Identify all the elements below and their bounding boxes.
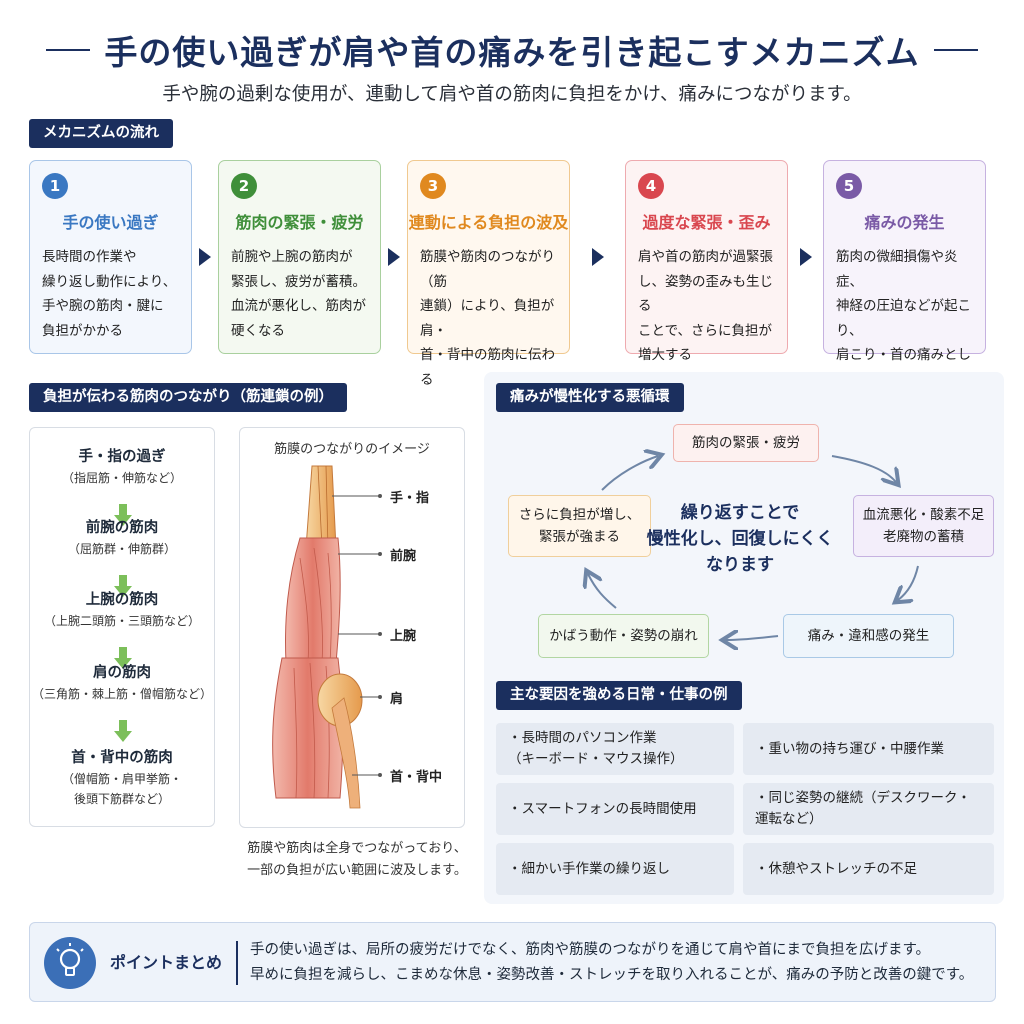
- chain-heading: 負担が伝わる筋肉のつながり（筋連鎖の例）: [29, 383, 347, 412]
- cycle-center-text: 繰り返すことで 慢性化し、回復しにくく なります: [646, 503, 834, 575]
- chain-item-name: 前腕の筋肉: [85, 520, 159, 536]
- chain-item-name: 上腕の筋肉: [85, 592, 159, 608]
- fascia-image-box: 筋膜のつながりのイメージ 手・指: [239, 427, 465, 828]
- chain-item: 首・背中の筋肉 （僧帽筋・肩甲挙筋・ 後頭下筋群など）: [30, 746, 214, 809]
- right-arrow-icon: [799, 248, 812, 266]
- factor-item-posture: ・同じ姿勢の継続（デスクワーク・ 運転など）: [743, 783, 994, 835]
- title-rule-left: [46, 49, 91, 51]
- chain-item: 上腕の筋肉 （上腕二頭筋・三頭筋など）: [30, 588, 214, 631]
- mechanism-step-2: 2 筋肉の緊張・疲労前腕や上腕の筋肉が 緊張し、疲労が蓄積。 血流が悪化し、筋肉が…: [218, 160, 381, 354]
- summary-line-2: 早めに負担を減らし、こまめな休息・姿勢改善・ストレッチを取り入れることが、痛みの…: [250, 967, 974, 983]
- chain-item-name: 肩の筋肉: [93, 665, 151, 681]
- muscle-chain-box: 手・指の過ぎ （指屈筋・伸筋など） 前腕の筋肉 （屈筋群・伸筋群） 上腕の筋肉 （上腕二頭…: [29, 427, 215, 827]
- mechanism-step-4: 4 過度な緊張・歪み肩や首の筋肉が過緊張 し、姿勢の歪みも生じる ことで、さらに負…: [625, 160, 788, 363]
- step-body: 筋膜や筋肉のつながり（筋 連鎖）により、負担が肩・ 首・背中の筋肉に伝わる: [420, 249, 555, 388]
- right-arrow-icon: [199, 248, 211, 266]
- step-number-badge: 5: [836, 173, 862, 199]
- step-title: 手の使い過ぎ: [62, 213, 159, 232]
- cycle-node-blood-flow: 血流悪化・酸素不足 老廃物の蓄積: [853, 495, 994, 557]
- fascia-label-upper-arm: 上腕: [390, 629, 417, 644]
- chain-item-sub: （上腕二頭筋・三頭筋など）: [43, 614, 200, 628]
- step-number-badge: 1: [42, 173, 68, 199]
- fascia-label-forearm: 前腕: [390, 549, 417, 564]
- summary-box: ポイントまとめ 手の使い過ぎは、局所の疲労だけでなく、筋肉や筋膜のつながりを通じ…: [29, 922, 996, 1002]
- factor-item-smartphone: ・スマートフォンの長時間使用: [496, 783, 734, 835]
- step-number-badge: 3: [420, 173, 446, 199]
- step-title: 連動による負担の波及: [408, 213, 569, 232]
- chain-item-sub: （屈筋群・伸筋群）: [67, 542, 176, 556]
- chain-item: 肩の筋肉 （三角筋・棘上筋・僧帽筋など）: [30, 661, 214, 704]
- factor-item-handwork: ・細かい手作業の繰り返し: [496, 843, 734, 895]
- down-arrow-icon: [114, 720, 132, 742]
- summary-divider: [236, 941, 238, 985]
- factor-item-heavy: ・重い物の持ち運び・中腰作業: [743, 723, 994, 775]
- right-arrow-icon: [388, 248, 400, 266]
- lightbulb-icon: [44, 937, 96, 989]
- factors-heading: 主な要因を強める日常・仕事の例: [496, 681, 742, 710]
- down-arrow-icon: [114, 575, 132, 597]
- fascia-label-neck-back: 首・背中: [390, 770, 443, 785]
- chain-item: 手・指の過ぎ （指屈筋・伸筋など）: [30, 445, 214, 488]
- chain-item: 前腕の筋肉 （屈筋群・伸筋群）: [30, 516, 214, 559]
- step-body: 長時間の作業や 繰り返し動作により、 手や腕の筋肉・腱に 負担がかかる: [42, 249, 177, 339]
- down-arrow-icon: [114, 504, 132, 526]
- mechanism-heading: メカニズムの流れ: [29, 119, 173, 148]
- chain-item-name: 手・指の過ぎ: [78, 449, 166, 465]
- page-subtitle: 手や腕の過剰な使用が、連動して肩や首の筋肉に負担をかけ、痛みにつながります。: [162, 84, 862, 105]
- down-arrow-icon: [114, 647, 132, 669]
- factor-item-rest: ・休憩やストレッチの不足: [743, 843, 994, 895]
- chain-item-sub: （指屈筋・伸筋など）: [61, 471, 182, 485]
- summary-text: 手の使い過ぎは、局所の疲労だけでなく、筋肉や筋膜のつながりを通じて肩や首にまで負…: [250, 938, 973, 988]
- step-number-badge: 2: [231, 173, 257, 199]
- factor-item-pc: ・長時間のパソコン作業 （キーボード・マウス操作）: [496, 723, 734, 775]
- mechanism-step-1: 1 手の使い過ぎ長時間の作業や 繰り返し動作により、 手や腕の筋肉・腱に 負担がか…: [29, 160, 192, 354]
- summary-line-1: 手の使い過ぎは、局所の疲労だけでなく、筋肉や筋膜のつながりを通じて肩や首にまで負…: [250, 942, 931, 958]
- fascia-label-shoulder: 肩: [390, 692, 404, 707]
- cycle-node-more-burden: さらに負担が増し、 緊張が強まる: [508, 495, 651, 557]
- step-title: 過度な緊張・歪み: [642, 213, 771, 232]
- step-body: 肩や首の筋肉が過緊張 し、姿勢の歪みも生じる ことで、さらに負担が 増大する: [638, 249, 773, 363]
- step-body: 前腕や上腕の筋肉が 緊張し、疲労が蓄積。 血流が悪化し、筋肉が 硬くなる: [231, 249, 366, 339]
- right-arrow-icon: [591, 248, 604, 266]
- fascia-label-hand: 手・指: [390, 491, 430, 506]
- summary-label: ポイントまとめ: [110, 953, 223, 972]
- page-title: 手の使い過ぎが肩や首の痛みを引き起こすメカニズム: [104, 33, 920, 72]
- title-rule-right: [933, 49, 978, 51]
- cycle-node-pain: 痛み・違和感の発生: [783, 614, 954, 658]
- fascia-title: 筋膜のつながりのイメージ: [274, 442, 430, 457]
- title-row: 手の使い過ぎが肩や首の痛みを引き起こすメカニズム: [0, 22, 1024, 78]
- mechanism-step-3: 3 連動による負担の波及筋膜や筋肉のつながり（筋 連鎖）により、負担が肩・ 首・背…: [407, 160, 570, 388]
- chain-item-sub: （僧帽筋・肩甲挙筋・ 後頭下筋群など）: [61, 772, 182, 806]
- cycle-node-tension: 筋肉の緊張・疲労: [673, 424, 819, 462]
- chain-item-sub: （三角筋・棘上筋・僧帽筋など）: [31, 687, 212, 701]
- chain-item-name: 首・背中の筋肉: [71, 750, 173, 766]
- fascia-caption: 筋膜や筋肉は全身でつながっており、 一部の負担が広い範囲に波及します。: [247, 841, 467, 878]
- step-number-badge: 4: [638, 173, 664, 199]
- cycle-heading: 痛みが慢性化する悪循環: [496, 383, 684, 412]
- step-title: 痛みの発生: [864, 213, 945, 232]
- arm-muscle-illustration: [272, 465, 382, 809]
- cycle-node-compensation: かばう動作・姿勢の崩れ: [538, 614, 709, 658]
- step-title: 筋肉の緊張・疲労: [235, 213, 364, 232]
